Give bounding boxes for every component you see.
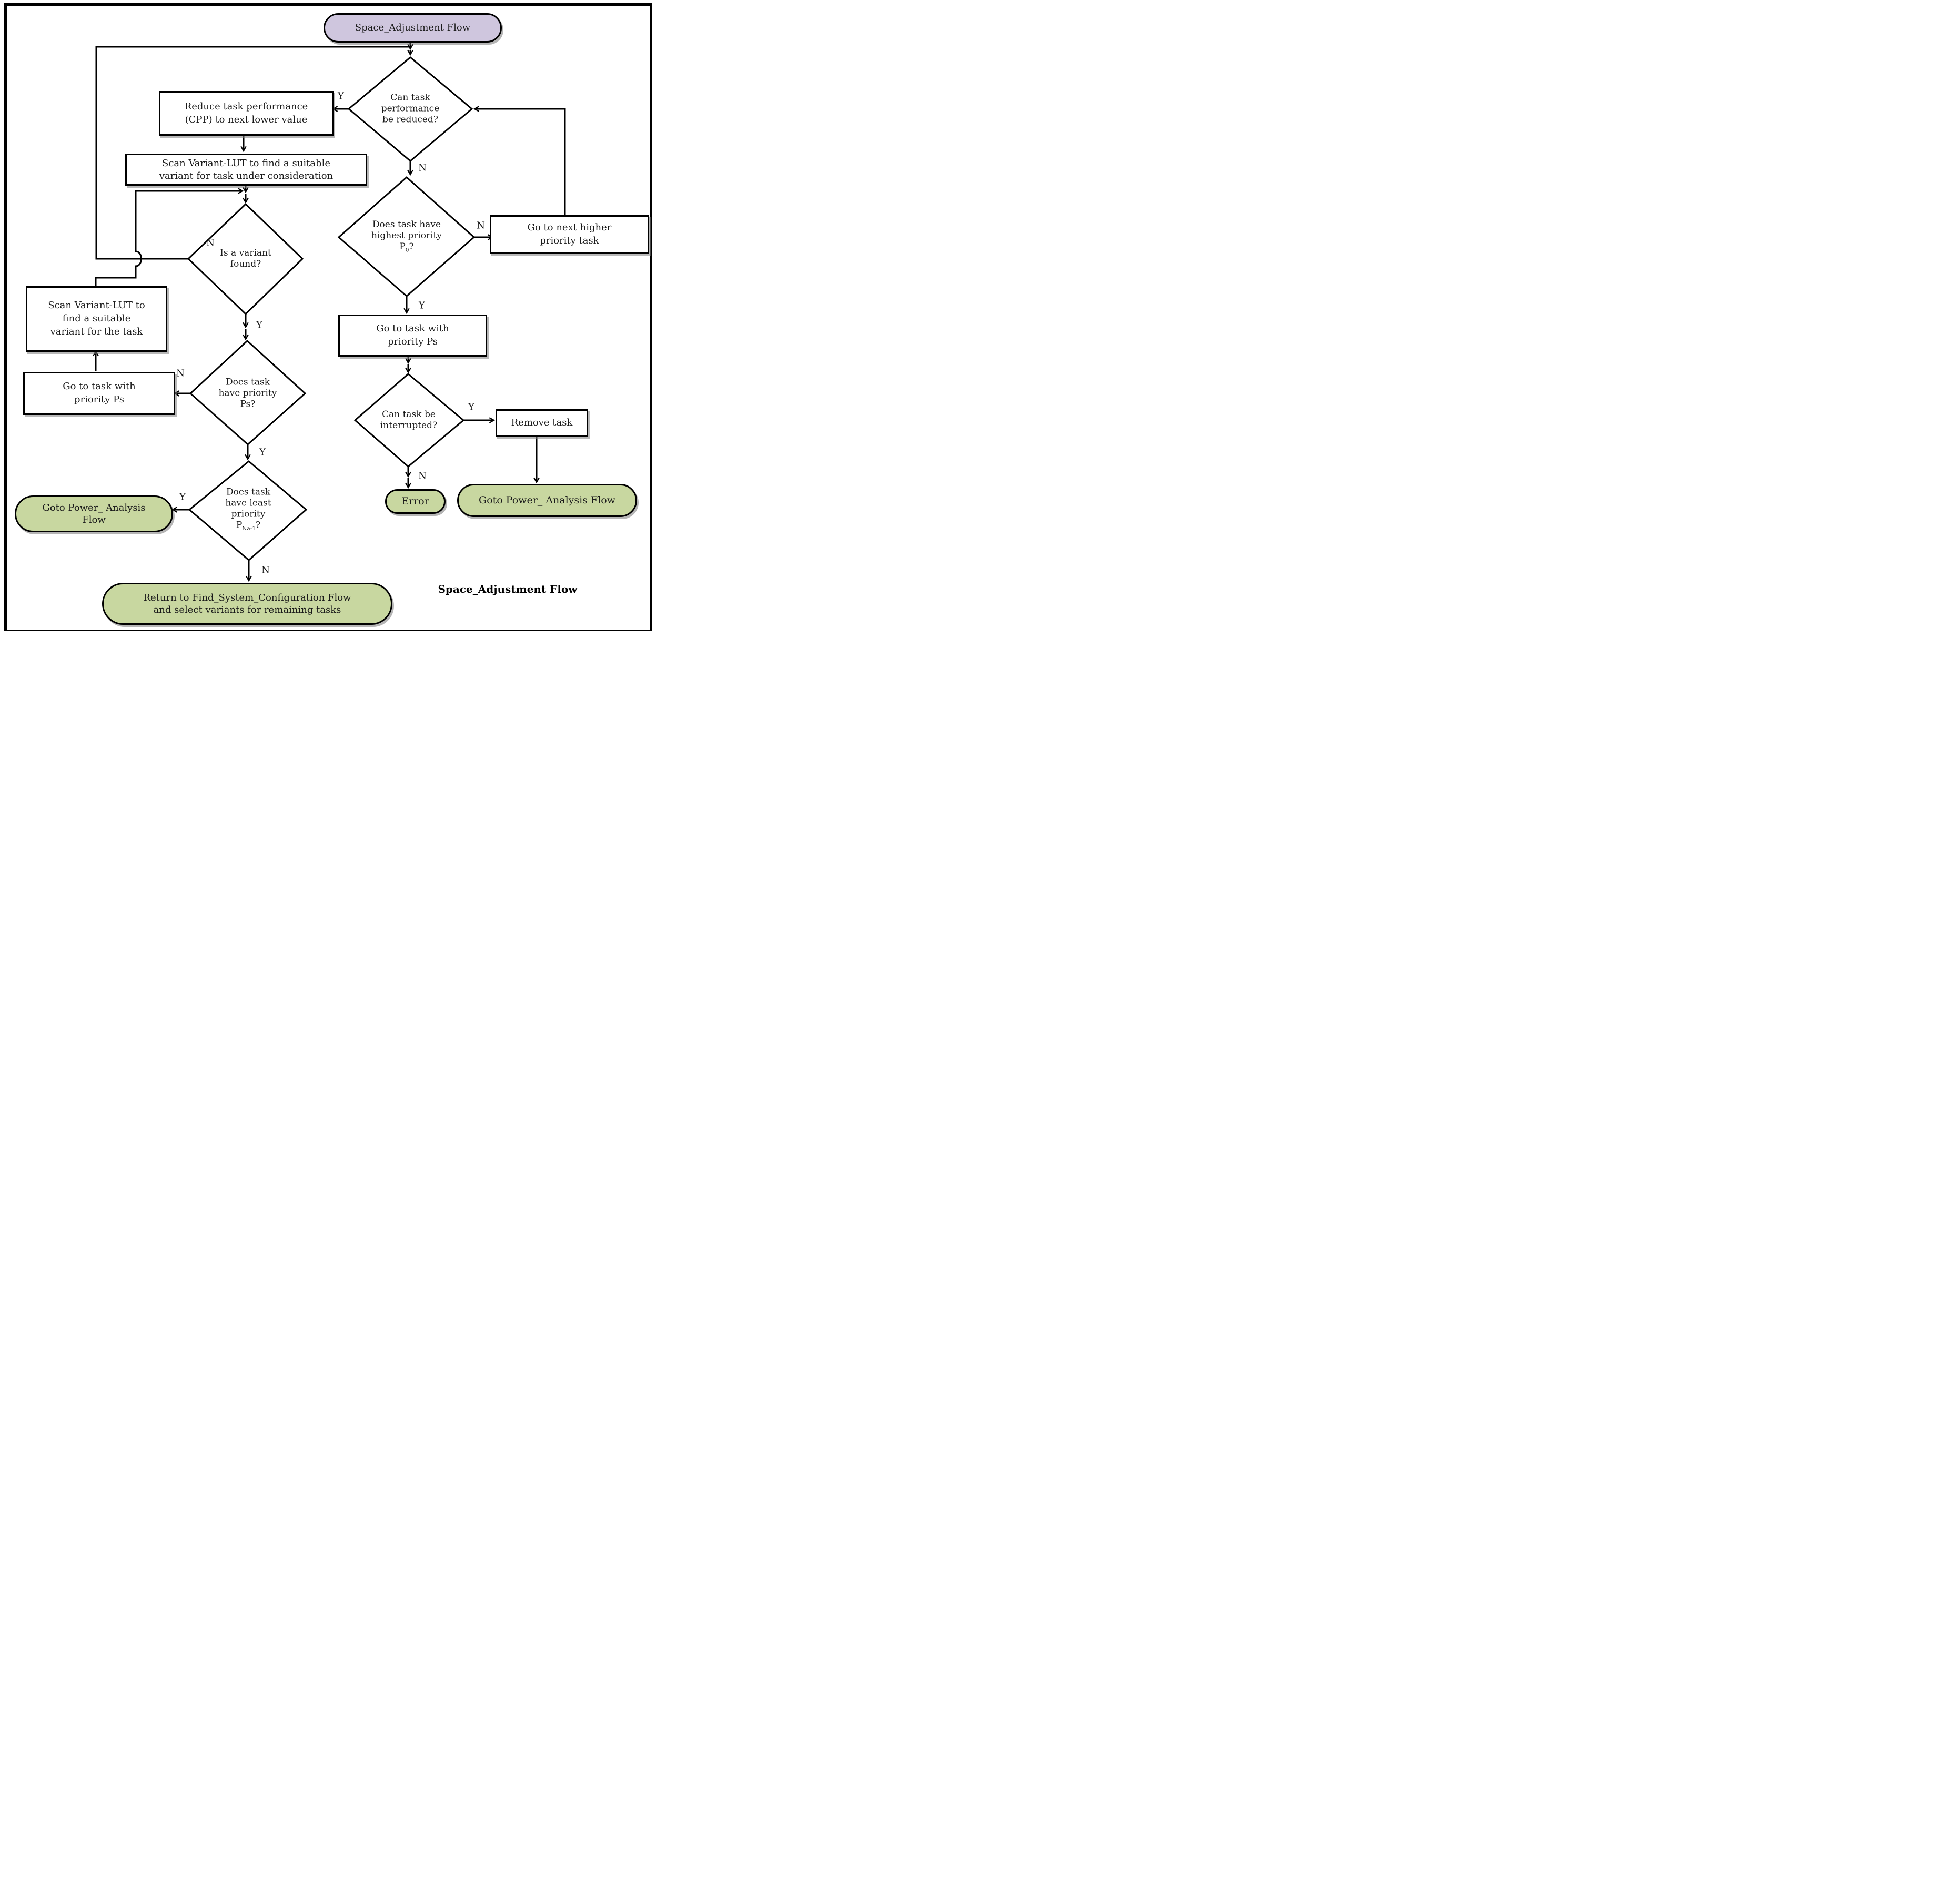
- decision-highest-priority-text: Does task have highest priority P0?: [371, 219, 442, 254]
- flowchart-canvas: Space_Adjustment Flow Reduce task perfor…: [0, 0, 653, 631]
- decision-line: Is a variant: [220, 247, 271, 258]
- decision-line: highest priority: [371, 230, 442, 241]
- process-reduce-performance: Reduce task performance (CPP) to next lo…: [159, 91, 334, 136]
- terminator-label: Error: [401, 495, 429, 508]
- process-line: Go to next higher: [527, 222, 612, 234]
- decision-line: be reduced?: [382, 114, 438, 125]
- process-remove-task: Remove task: [496, 409, 588, 437]
- terminator-goto-power-right: Goto Power_ Analysis Flow: [457, 484, 637, 517]
- branch-label-yes: Y: [259, 447, 266, 458]
- connector-variantfound-no-loop: [95, 46, 409, 260]
- branch-label-no: N: [261, 564, 270, 576]
- branch-label-no: N: [206, 237, 215, 249]
- process-goto-priority-ps-right: Go to task with priority Ps: [338, 315, 487, 357]
- decision-interrupted-shape: [353, 373, 465, 468]
- terminator-line: Goto Power_ Analysis: [42, 502, 146, 513]
- branch-label-no: N: [418, 470, 427, 482]
- process-line: (CPP) to next lower value: [185, 114, 308, 125]
- figure-caption: Space_Adjustment Flow: [438, 583, 578, 595]
- process-line: find a suitable: [62, 313, 131, 325]
- decision-line: Does task have: [372, 219, 441, 230]
- terminator-return-flow: Return to Find_System_Configuration Flow…: [102, 583, 392, 625]
- process-goto-priority-ps-left: Go to task with priority Ps: [23, 372, 175, 415]
- branch-label-yes: Y: [338, 90, 344, 102]
- process-line: Scan Variant-LUT to: [48, 300, 145, 311]
- process-line: Go to task with: [63, 381, 136, 392]
- decision-line: have priority: [218, 388, 277, 399]
- decision-line: interrupted?: [380, 420, 438, 431]
- decision-line: Ps?: [240, 399, 256, 410]
- branch-label-yes: Y: [468, 401, 474, 413]
- process-line: priority task: [540, 235, 599, 246]
- start-label: Space_Adjustment Flow: [355, 22, 471, 34]
- decision-priority-ps-shape: [189, 339, 307, 446]
- terminator-label: Goto Power_ Analysis Flow: [479, 494, 615, 507]
- process-line: Reduce task performance: [184, 100, 308, 112]
- connector-nexthigher-loop: [474, 109, 566, 215]
- decision-priority-ps-text: Does task have priority Ps?: [219, 377, 277, 410]
- decision-line: Does task: [225, 377, 270, 388]
- decision-line: have least: [225, 498, 271, 509]
- process-line: priority Ps: [74, 394, 125, 405]
- terminator-goto-power-left: Goto Power_ Analysis Flow: [15, 495, 173, 532]
- decision-least-priority-shape: [188, 460, 308, 561]
- branch-label-no: N: [418, 162, 427, 174]
- process-line: Remove task: [511, 417, 573, 429]
- branch-label-no: N: [176, 368, 185, 379]
- decision-variant-found-shape: [187, 202, 304, 316]
- decision-line: Can task: [390, 92, 430, 103]
- terminator-error: Error: [385, 489, 446, 514]
- process-scan-variant-consideration: Scan Variant-LUT to find a suitable vari…: [125, 154, 367, 186]
- decision-highest-priority-shape: [337, 176, 476, 297]
- branch-label-no: N: [477, 220, 485, 231]
- decision-interrupted-text: Can task be interrupted?: [380, 409, 437, 431]
- branch-label-yes: Y: [179, 491, 186, 503]
- decision-least-priority-text: Does task have least priority PNa-1?: [225, 487, 271, 533]
- decision-can-reduce-text: Can task performance be reduced?: [381, 92, 440, 125]
- process-next-higher-priority: Go to next higher priority task: [490, 215, 649, 254]
- decision-line: PNa-1?: [236, 520, 261, 532]
- decision-line: Can task be: [382, 409, 436, 420]
- branch-label-yes: Y: [419, 300, 425, 311]
- process-scan-variant-task: Scan Variant-LUT to find a suitable vari…: [26, 286, 167, 352]
- process-line: variant for the task: [50, 326, 143, 337]
- process-line: Scan Variant-LUT to find a suitable: [162, 158, 330, 169]
- decision-can-reduce-shape: [347, 56, 473, 162]
- figure-border: [4, 3, 652, 631]
- connector-scantask-rejoin: [95, 191, 243, 286]
- process-line: Go to task with: [376, 323, 449, 335]
- terminator-line: Return to Find_System_Configuration Flow: [143, 592, 351, 603]
- terminator-line: and select variants for remaining tasks: [153, 604, 341, 615]
- decision-line: performance: [381, 103, 440, 114]
- process-line: variant for task under consideration: [159, 170, 334, 181]
- decision-variant-found-text: Is a variant found?: [220, 248, 271, 270]
- decision-line: found?: [230, 259, 261, 269]
- start-terminator: Space_Adjustment Flow: [324, 13, 502, 43]
- terminator-line: Flow: [82, 514, 106, 525]
- decision-line: priority: [231, 509, 266, 520]
- branch-label-yes: Y: [256, 319, 262, 331]
- process-line: priority Ps: [387, 336, 438, 347]
- connector-layer: [0, 39, 566, 631]
- decision-line: P0?: [399, 241, 414, 254]
- decision-line: Does task: [226, 487, 271, 498]
